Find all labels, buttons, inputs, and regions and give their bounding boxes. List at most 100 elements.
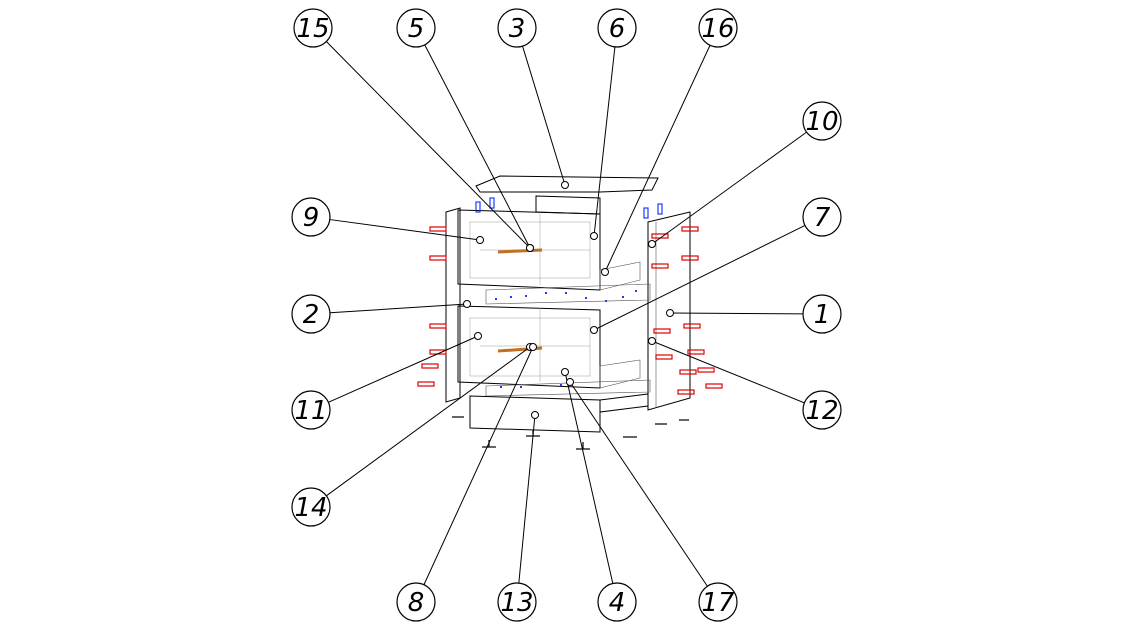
leader-dot-1: [666, 309, 674, 317]
dowel-hole: [635, 290, 637, 292]
screw-icon: [683, 323, 701, 329]
dowel-icon: [657, 203, 663, 215]
leader-dot-7: [590, 326, 598, 334]
leader-dot-4: [561, 368, 569, 376]
dowel-hole: [500, 386, 502, 388]
balloon-circle: [802, 294, 842, 334]
leader-dot-6: [590, 232, 598, 240]
dowel-hole: [585, 297, 587, 299]
screw-icon: [681, 255, 699, 261]
leader-line-7: [593, 224, 806, 331]
screw-icon: [429, 226, 447, 232]
callout-number: 5: [408, 14, 425, 44]
callout-3: 3: [497, 8, 537, 48]
callout-number: 11: [294, 396, 327, 426]
balloon-circle: [698, 8, 738, 48]
callout-9: 9: [291, 197, 331, 237]
dowel-hole: [605, 300, 607, 302]
screw-icon: [705, 383, 723, 389]
leader-line-4: [564, 371, 614, 584]
callout-14: 14: [291, 487, 331, 527]
callout-12: 12: [802, 390, 842, 430]
leader-dot-12: [648, 337, 656, 345]
screw-icon: [429, 323, 447, 329]
leader-dot-13: [531, 411, 539, 419]
callout-number: 16: [701, 14, 734, 44]
right-side-panel: [647, 211, 691, 411]
leader-dot-17: [566, 378, 574, 386]
screw-icon: [421, 363, 439, 369]
callout-13: 13: [497, 582, 537, 622]
callout-number: 6: [609, 14, 626, 44]
callout-number: 3: [509, 14, 526, 44]
leader-line-8: [423, 346, 534, 585]
callout-7: 7: [802, 197, 842, 237]
callout-2: 2: [291, 294, 331, 334]
callout-5: 5: [396, 8, 436, 48]
balloon-circle: [291, 390, 331, 430]
balloon-circle: [291, 487, 331, 527]
leader-dot-9: [476, 236, 484, 244]
dowel-hole: [545, 292, 547, 294]
leader-dot-8: [529, 343, 537, 351]
leader-dot-5: [526, 244, 534, 252]
feet: [452, 416, 689, 450]
dowel-hole: [622, 296, 624, 298]
leader-line-11: [328, 335, 479, 403]
dowel-hole: [525, 295, 527, 297]
callout-number: 14: [294, 493, 327, 523]
balloon-circle: [597, 8, 637, 48]
balloon-circle: [291, 197, 331, 237]
dowel-icon: [475, 201, 481, 213]
balloon-circle: [802, 197, 842, 237]
screw-icon: [679, 369, 697, 375]
plinth-panel: [469, 395, 601, 433]
callout-11: 11: [291, 390, 331, 430]
leader-line-1: [669, 312, 804, 315]
callout-number: 2: [303, 300, 320, 330]
leader-line-16: [604, 45, 711, 273]
screw-icon: [697, 367, 715, 373]
leader-line-17: [569, 381, 708, 587]
callout-number: 4: [609, 588, 626, 618]
callout-1: 1: [802, 294, 842, 334]
callout-8: 8: [396, 582, 436, 622]
balloon-circle: [291, 294, 331, 334]
leader-lines: [325, 41, 807, 587]
leader-line-5: [424, 44, 531, 249]
dowel-hole: [495, 298, 497, 300]
leader-line-9: [329, 219, 481, 241]
callout-6: 6: [597, 8, 637, 48]
leader-dot-16: [601, 268, 609, 276]
dowel-icon: [489, 197, 495, 209]
callout-number: 8: [408, 588, 425, 618]
callout-number: 17: [701, 588, 735, 618]
callout-10: 10: [802, 101, 842, 141]
dowel-icon: [643, 207, 649, 219]
leader-line-12: [651, 340, 805, 404]
leader-line-2: [329, 303, 468, 314]
screw-icon: [429, 255, 447, 261]
leader-line-14: [326, 346, 531, 497]
leader-dot-11: [474, 332, 482, 340]
callout-number: 15: [296, 14, 329, 44]
screw-icon: [417, 381, 435, 387]
cabinet-body: [445, 175, 691, 450]
callout-4: 4: [597, 582, 637, 622]
callout-number: 9: [303, 203, 320, 233]
callout-16: 16: [698, 8, 738, 48]
balloon-circle: [802, 101, 842, 141]
callout-15: 15: [293, 8, 333, 48]
balloon-circle: [597, 582, 637, 622]
callout-17: 17: [698, 582, 738, 622]
screw-icon: [681, 226, 699, 232]
leader-dot-3: [561, 181, 569, 189]
balloon-circle: [497, 582, 537, 622]
upper-handle: [497, 248, 543, 254]
callout-number: 10: [805, 107, 838, 137]
fasteners: [417, 197, 723, 395]
balloon-circle: [293, 8, 333, 48]
leader-line-10: [651, 131, 807, 245]
leader-line-6: [593, 46, 616, 237]
